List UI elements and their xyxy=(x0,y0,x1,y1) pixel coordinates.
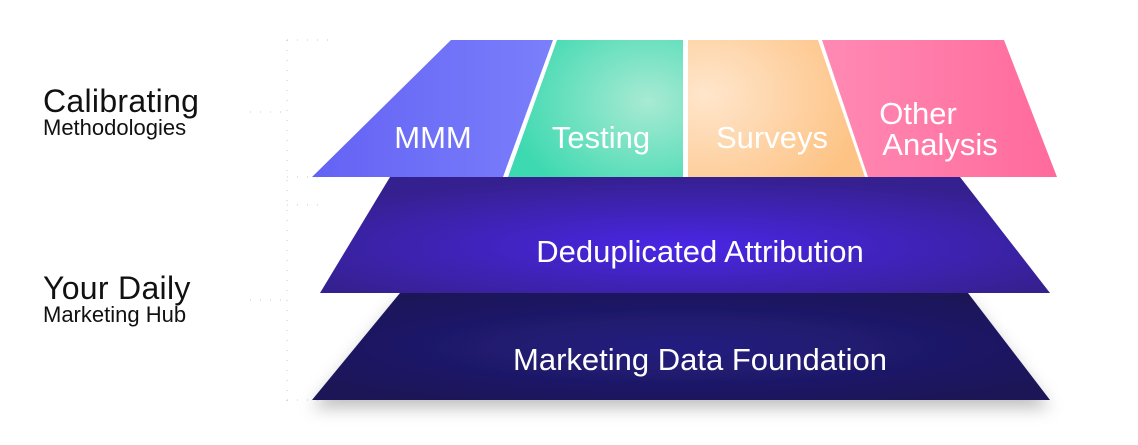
guide-lines xyxy=(250,39,330,405)
bottom-layer-label: Marketing Data Foundation xyxy=(513,342,887,377)
other-analysis-label-line2: Analysis xyxy=(882,127,997,162)
middle-layer-label: Deduplicated Attribution xyxy=(536,234,863,269)
side-label-calibrating: Calibrating Methodologies xyxy=(43,85,199,139)
side-label-title: Calibrating xyxy=(43,83,200,119)
side-label-subtitle: Marketing Hub xyxy=(43,302,187,327)
testing-label: Testing xyxy=(552,120,650,155)
side-label-daily-hub: Your Daily Marketing Hub xyxy=(43,272,191,326)
mmm-label: MMM xyxy=(394,120,471,155)
middle-layer-shape xyxy=(320,177,1050,293)
other-analysis-label-line1: Other xyxy=(879,96,957,131)
bottom-layer-shape xyxy=(312,293,1050,400)
surveys-label: Surveys xyxy=(716,120,828,155)
side-label-title: Your Daily xyxy=(43,270,191,306)
side-label-subtitle: Methodologies xyxy=(43,115,187,140)
other-analysis-segment xyxy=(822,40,1057,177)
testing-segment xyxy=(508,40,683,177)
surveys-segment xyxy=(688,40,865,177)
mmm-segment xyxy=(312,40,553,177)
